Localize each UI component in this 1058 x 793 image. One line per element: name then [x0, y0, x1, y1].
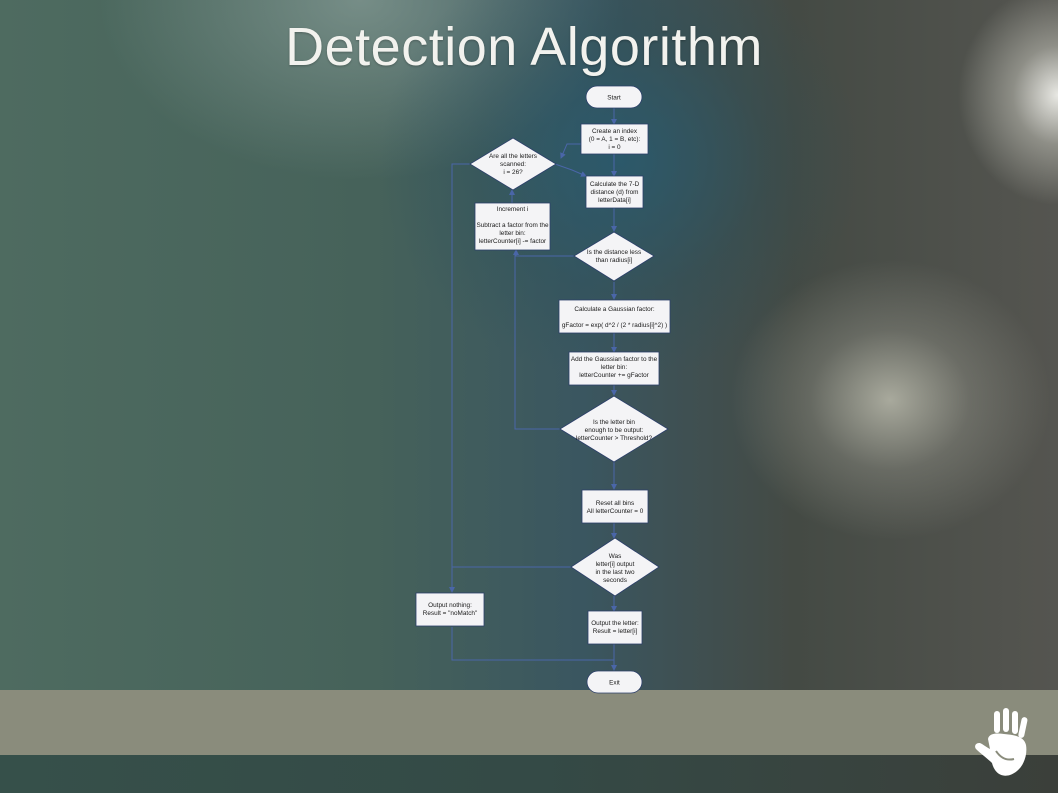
svg-text:Create an index: Create an index — [592, 128, 638, 135]
svg-text:Subtract a factor from the: Subtract a factor from the — [476, 222, 549, 229]
svg-text:Is the letter bin: Is the letter bin — [593, 419, 635, 426]
svg-text:i = 0: i = 0 — [608, 144, 621, 151]
svg-text:letter bin:: letter bin: — [499, 230, 526, 237]
svg-text:Calculate the 7-D: Calculate the 7-D — [590, 181, 640, 188]
svg-text:seconds: seconds — [603, 577, 627, 584]
svg-text:distance (d) from: distance (d) from — [591, 189, 639, 196]
svg-text:scanned:: scanned: — [500, 161, 526, 168]
svg-text:letterCounter += gFactor: letterCounter += gFactor — [579, 372, 649, 379]
svg-text:Add the Gaussian factor to the: Add the Gaussian factor to the — [571, 356, 658, 363]
svg-text:Increment i: Increment i — [497, 206, 529, 213]
node-create-index: Create an index (0 = A, 1 = B, etc): i =… — [580, 123, 649, 155]
node-increment: Increment i Subtract a factor from the l… — [474, 202, 551, 251]
svg-text:Are all the letters: Are all the letters — [489, 153, 537, 160]
node-gauss-factor: Calculate a Gaussian factor: gFactor = e… — [558, 299, 671, 334]
node-output-letter: Output the letter: Result = letter[i] — [587, 610, 643, 645]
svg-text:than radius[i]: than radius[i] — [596, 257, 633, 264]
svg-text:Exit: Exit — [609, 680, 620, 687]
svg-text:All letterCounter = 0: All letterCounter = 0 — [587, 508, 644, 515]
svg-text:in the last two: in the last two — [595, 569, 635, 576]
svg-text:Start: Start — [607, 95, 621, 102]
edge-outnothing-exit — [451, 627, 614, 661]
flowchart-edges — [449, 108, 617, 671]
svg-text:letter bin:: letter bin: — [601, 364, 628, 371]
svg-text:(0 = A, 1 = B, etc):: (0 = A, 1 = B, etc): — [589, 136, 641, 143]
node-all-scanned: Are all the letters scanned: i = 26? — [469, 137, 557, 191]
node-bin-enough: Is the letter bin enough to be output: l… — [559, 395, 669, 463]
edge-allscanned-calc — [554, 163, 587, 177]
svg-text:Result = letter[i]: Result = letter[i] — [593, 628, 638, 635]
svg-text:letterCounter[i] -= factor: letterCounter[i] -= factor — [479, 238, 547, 245]
node-distance-less: Is the distance less than radius[i] — [573, 231, 655, 282]
svg-text:i = 26?: i = 26? — [503, 169, 523, 176]
edge-bin-loop — [514, 253, 561, 430]
edge-create-allscanned — [560, 143, 581, 159]
edge-allscanned-left — [449, 163, 470, 593]
hand-logo-icon — [975, 708, 1028, 776]
svg-text:gFactor = exp( d^2 / (2 * radi: gFactor = exp( d^2 / (2 * radius[i]^2) ) — [562, 322, 667, 329]
node-output-nothing: Output nothing: Result = "noMatch" — [415, 592, 485, 627]
node-reset-bins: Reset all bins All letterCounter = 0 — [581, 489, 649, 524]
node-was-output: Was letter[i] output in the last two sec… — [570, 537, 660, 597]
footer-band — [0, 690, 1058, 755]
edge-distless-increment — [513, 249, 574, 257]
svg-text:Output the letter:: Output the letter: — [591, 620, 639, 627]
svg-text:letter[i] output: letter[i] output — [596, 561, 635, 568]
svg-text:Is the distance less: Is the distance less — [587, 249, 641, 256]
node-add-gauss: Add the Gaussian factor to the letter bi… — [568, 351, 660, 386]
svg-text:Output nothing:: Output nothing: — [428, 602, 472, 609]
slide-title: Detection Algorithm — [285, 17, 763, 77]
footer-strip — [0, 755, 1058, 793]
node-start: Start — [585, 85, 643, 109]
svg-text:Result = "noMatch": Result = "noMatch" — [423, 610, 477, 617]
svg-text:Reset all bins: Reset all bins — [596, 500, 634, 507]
svg-text:letterCounter > Threshold?: letterCounter > Threshold? — [576, 435, 653, 442]
node-calc-distance: Calculate the 7-D distance (d) from lett… — [585, 175, 644, 209]
svg-text:Calculate a Gaussian factor:: Calculate a Gaussian factor: — [574, 306, 655, 313]
svg-text:enough to be output:: enough to be output: — [585, 427, 644, 434]
svg-text:letterData[i]: letterData[i] — [598, 197, 631, 204]
node-exit: Exit — [586, 670, 643, 694]
svg-text:Was: Was — [609, 553, 622, 560]
